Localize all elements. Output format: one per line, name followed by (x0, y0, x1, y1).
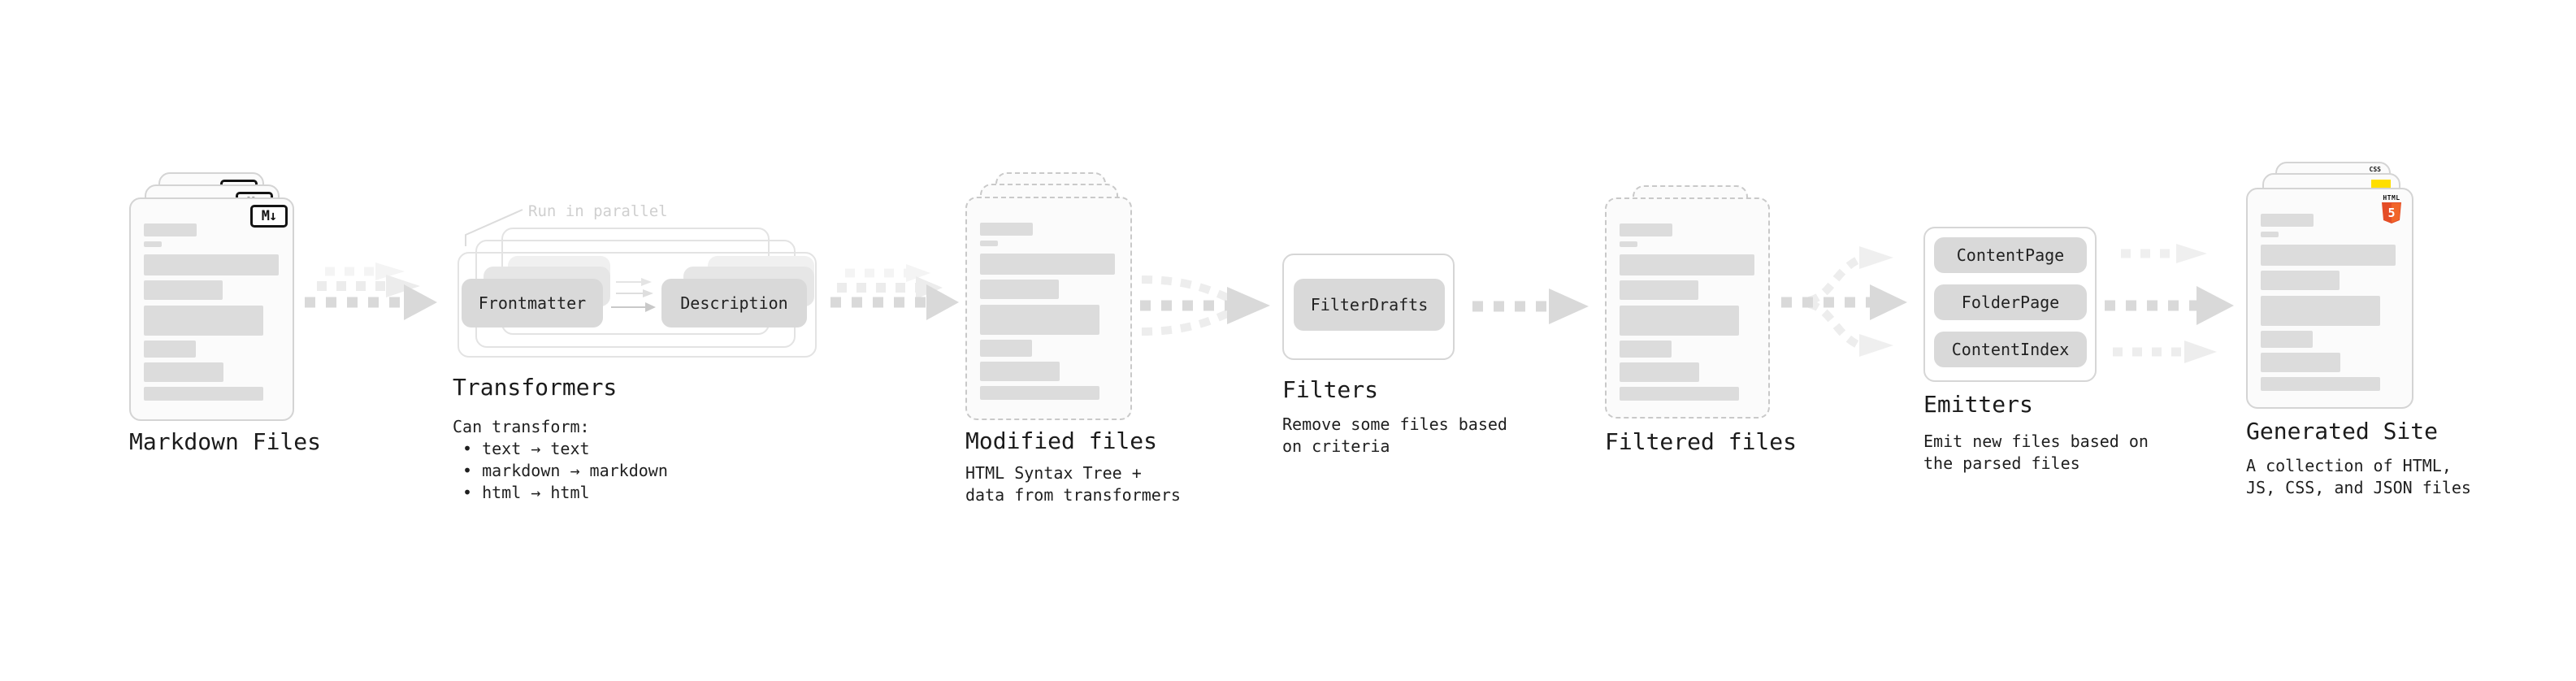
placeholder-bar (1620, 280, 1698, 300)
station-label: Transformers (453, 374, 618, 401)
transformer-layer-box (458, 252, 817, 358)
placeholder-bar (2261, 377, 2380, 391)
subtitle-line: data from transformers (965, 485, 1181, 505)
placeholder-bar (144, 241, 162, 247)
file-card (965, 197, 1132, 420)
station-label: Modified files (965, 427, 1158, 454)
station-label: Markdown Files (129, 428, 322, 455)
file-card: HTML 5 (2246, 188, 2413, 409)
subtitle-line: on criteria (1282, 436, 1390, 456)
svg-text:5: 5 (2387, 206, 2395, 220)
placeholder-bar (2261, 232, 2279, 237)
subtitle-line: A collection of HTML, (2246, 456, 2452, 475)
placeholder-bar (1620, 241, 1637, 247)
placeholder-bar (1620, 387, 1739, 401)
file-card: M↓ (129, 197, 294, 421)
placeholder-bar (980, 305, 1099, 335)
placeholder-bar (2261, 331, 2313, 348)
placeholder-bar (980, 362, 1060, 381)
transform-heading: Can transform: (453, 417, 590, 436)
leader-line (465, 209, 523, 246)
station-subtitle: HTML Syntax Tree + data from transformer… (965, 462, 1181, 506)
subtitle-line: the parsed files (1923, 453, 2080, 473)
station-label: Filters (1282, 376, 1379, 403)
subtitle-line: HTML Syntax Tree + (965, 463, 1142, 483)
pill-contentpage: ContentPage (1934, 237, 2087, 273)
subtitle-line: Emit new files based on (1923, 432, 2149, 451)
placeholder-bar (144, 254, 279, 275)
js-icon (2371, 180, 2391, 189)
placeholder-bar (1620, 340, 1672, 358)
subtitle-line: Remove some files based (1282, 414, 1507, 434)
subtitle-line: JS, CSS, and JSON files (2246, 478, 2471, 497)
transform-bullet: • markdown → markdown (462, 461, 668, 480)
flow-arrow-filters-to-filtered (1472, 288, 1589, 324)
pill-frontmatter: Frontmatter (462, 279, 603, 327)
placeholder-bar (1620, 306, 1739, 336)
station-label: Generated Site (2246, 418, 2439, 445)
html5-shield: 5 (2382, 202, 2401, 223)
station-subtitle: Remove some files based on criteria (1282, 414, 1507, 458)
run-in-parallel-note: Run in parallel (528, 202, 668, 220)
file-card (1605, 197, 1770, 419)
pill-contentindex: ContentIndex (1934, 332, 2087, 367)
placeholder-bar (2261, 214, 2314, 227)
markdown-icon: M↓ (250, 205, 288, 228)
placeholder-bar (144, 387, 263, 401)
placeholder-bar (144, 223, 197, 236)
placeholder-bar (1620, 254, 1754, 275)
pill-filterdrafts: FilterDrafts (1294, 279, 1445, 331)
placeholder-bar (144, 362, 223, 382)
placeholder-bar (980, 241, 998, 246)
flow-arrow-transformers-to-modified (830, 264, 959, 320)
flow-arrow-markdown-to-transformers (305, 262, 437, 320)
station-subtitle: A collection of HTML, JS, CSS, and JSON … (2246, 455, 2471, 499)
station-label: Filtered files (1605, 428, 1798, 455)
html5-icon: HTML 5 (2378, 194, 2405, 224)
html5-word: HTML (2383, 194, 2400, 202)
placeholder-bar (980, 280, 1059, 299)
station-label: Emitters (1923, 391, 2033, 418)
placeholder-bar (2261, 296, 2380, 326)
placeholder-bar (1620, 362, 1699, 382)
placeholder-bar (2261, 271, 2340, 290)
pill-description: Description (661, 279, 807, 327)
placeholder-bar (980, 223, 1033, 236)
placeholder-bar (980, 340, 1032, 357)
placeholder-bar (2261, 353, 2340, 372)
placeholder-bar (144, 306, 263, 336)
pill-folderpage: FolderPage (1934, 284, 2087, 320)
flow-arrow-emitters-to-site (2105, 244, 2234, 363)
placeholder-bar (2261, 245, 2396, 266)
station-subtitle: Can transform: • text → text • markdown … (453, 416, 668, 504)
transform-bullet: • text → text (462, 439, 590, 458)
placeholder-bar (144, 340, 196, 358)
flow-arrow-modified-to-filters (1140, 275, 1270, 336)
station-subtitle: Emit new files based on the parsed files (1923, 431, 2149, 475)
placeholder-bar (980, 386, 1099, 400)
transform-arrows-icon (611, 278, 656, 312)
transform-bullet: • html → html (462, 483, 590, 502)
placeholder-bar (144, 280, 223, 300)
placeholder-bar (980, 254, 1115, 275)
flow-arrow-filtered-to-emitters (1781, 246, 1907, 357)
placeholder-bar (1620, 223, 1672, 236)
